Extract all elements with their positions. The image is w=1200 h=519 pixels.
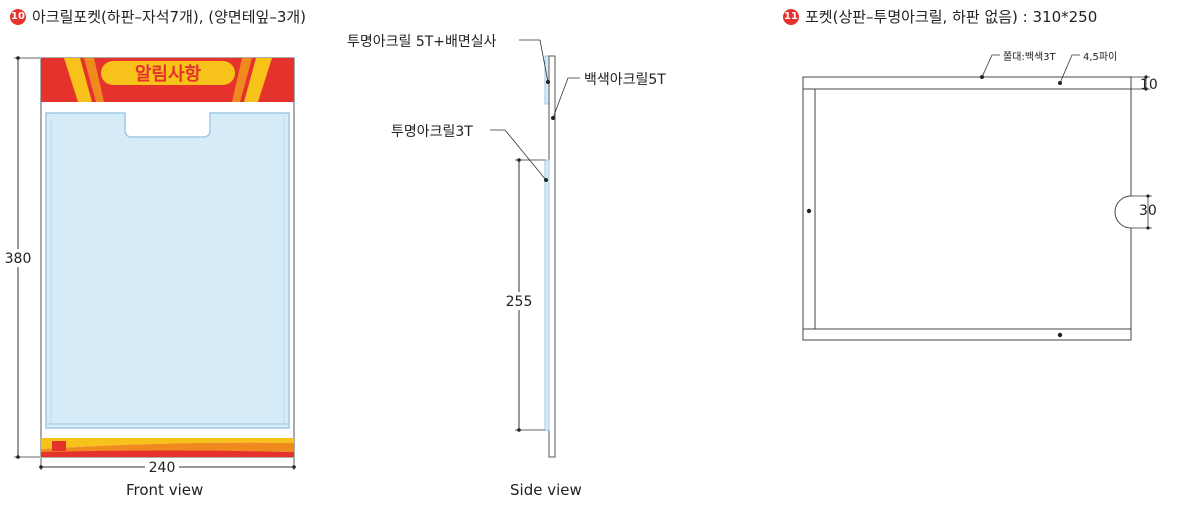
label-pipe: 4,5파이 — [1083, 52, 1118, 63]
front-dim-height: 380 — [4, 56, 40, 459]
dim-notch-value: 30 — [1139, 203, 1157, 219]
header-swoosh-right-1 — [244, 58, 272, 102]
front-acrylic-pocket — [45, 112, 290, 429]
label-bolt: 쫄대:백색3T — [1003, 52, 1056, 63]
leader-top-acrylic — [519, 39, 549, 83]
side-top-acrylic — [544, 55, 550, 105]
front-width-value: 240 — [149, 460, 176, 476]
side-pocket-acrylic — [544, 159, 550, 431]
front-view-caption: Front view — [126, 481, 204, 499]
side-view-caption: Side view — [510, 481, 582, 499]
footer-logo — [52, 441, 66, 451]
magnet-dot-bottom — [1057, 332, 1063, 338]
section-11-title: 11 포켓(상판–투명아크릴, 하판 없음) : 310*250 — [783, 6, 1097, 27]
label-clear-acrylic: 투명아크릴3T — [391, 124, 473, 140]
section-11-badge: 11 — [783, 8, 799, 25]
magnet-dot-left — [806, 208, 812, 214]
pocket-plan — [802, 54, 1152, 341]
sign-title-text: 알림사항 — [135, 64, 202, 85]
section-10-title: 10 아크릴포켓(하판–자석7개), (양면테잎–3개) — [10, 6, 306, 27]
front-height-value: 380 — [5, 251, 32, 267]
front-notch — [125, 102, 210, 137]
label-white-acrylic: 백색아크릴5T — [584, 72, 666, 88]
footer-stripe-red — [41, 450, 294, 457]
label-top-acrylic: 투명아크릴 5T+배면실사 — [347, 34, 497, 50]
section-11-title-text: 포켓(상판–투명아크릴, 하판 없음) : 310*250 — [805, 8, 1098, 26]
side-view: 255 — [490, 39, 580, 458]
header-swoosh-left-1 — [64, 58, 92, 102]
leader-white-board — [552, 77, 580, 119]
section-10-badge: 10 — [10, 8, 26, 25]
footer-stripe-yellow — [41, 438, 294, 449]
sign-title-pill — [99, 59, 237, 87]
leader-pipe — [1059, 54, 1080, 84]
front-view: 알림사항 — [40, 57, 295, 458]
pocket-outer-frame — [802, 76, 1132, 341]
pocket-notch — [1114, 195, 1132, 229]
leader-clear-acrylic — [490, 129, 547, 181]
side-height-value: 255 — [506, 294, 533, 310]
dim-top-value: 10 — [1140, 77, 1158, 93]
leader-bolt — [981, 54, 1000, 78]
section-10-title-text: 아크릴포켓(하판–자석7개), (양면테잎–3개) — [32, 8, 307, 26]
front-dim-width: 240 — [39, 458, 296, 476]
header-swoosh-right-2 — [232, 58, 252, 102]
header-swoosh-left-2 — [84, 58, 104, 102]
